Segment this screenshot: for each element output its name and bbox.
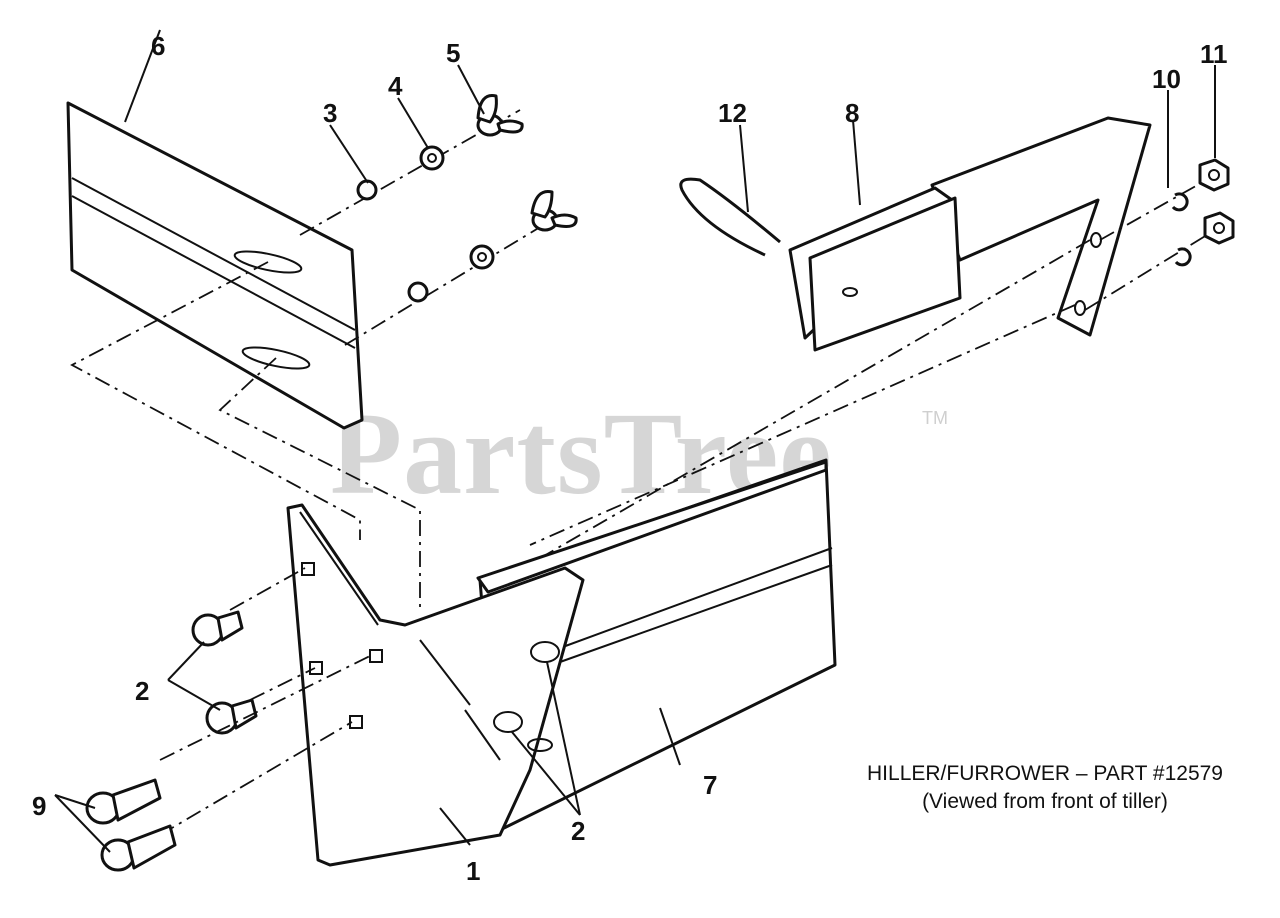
callout-1: 1 bbox=[466, 856, 481, 886]
part-1-main-plate bbox=[286, 503, 585, 867]
callout-3: 3 bbox=[323, 98, 338, 128]
assembly-line-7-1b bbox=[218, 357, 421, 610]
assembly-line-8-6a bbox=[484, 239, 1091, 591]
caption-subtitle: (Viewed from front of tiller) bbox=[922, 790, 1168, 814]
part-9-carriage-bolts bbox=[85, 654, 373, 872]
callout-6: 7 bbox=[703, 770, 718, 800]
assembly-line-7-1a bbox=[70, 261, 361, 540]
hardware-right bbox=[1084, 158, 1235, 311]
callout-9: 9 bbox=[32, 791, 47, 821]
hardware-lower-row bbox=[344, 189, 578, 346]
callout-7: 6 bbox=[151, 31, 166, 61]
callout-4: 4 bbox=[388, 71, 403, 101]
callout-11: 11 bbox=[1200, 39, 1228, 69]
callout-leaders bbox=[54, 29, 1216, 853]
callout-12: 12 bbox=[718, 98, 747, 128]
callout-5: 5 bbox=[446, 38, 461, 68]
part-12-hairpin bbox=[679, 177, 781, 257]
assembly-line-8-6b bbox=[529, 304, 1076, 546]
callout-8: 8 bbox=[845, 98, 860, 128]
callout-10: 10 bbox=[1152, 64, 1181, 94]
diagram-caption: HILLER/FURROWER – PART #12579 (Viewed fr… bbox=[820, 760, 1270, 817]
watermark-trademark: TM bbox=[922, 408, 948, 428]
part-7-wing-panel bbox=[66, 101, 364, 430]
hardware-upper-row bbox=[299, 93, 524, 236]
callout-2-left: 2 bbox=[135, 676, 150, 706]
part-8-bracket bbox=[788, 116, 1152, 352]
callout-2-right: 2 bbox=[571, 816, 586, 846]
caption-title: HILLER/FURROWER – PART #12579 bbox=[867, 762, 1223, 785]
